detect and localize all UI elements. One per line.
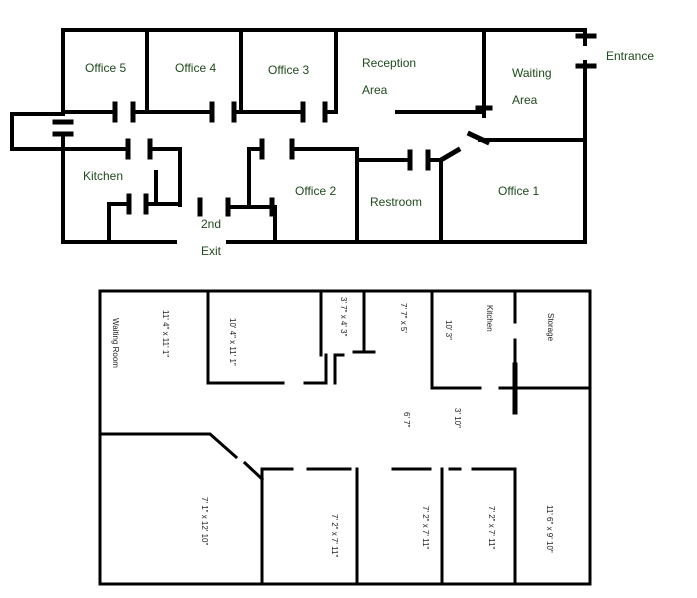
dimension-small-room: 7' 7" x 5' <box>399 303 408 333</box>
room-label-restroom: Restroom <box>370 195 422 209</box>
dimension-corner-room: 11' 6" x 9' 10" <box>545 505 554 553</box>
floor-plan-bottom-labels: Waiting Room 11' 4" x 11' 1" 10' 4" x 11… <box>111 297 555 557</box>
room-label-office-3: Office 3 <box>268 63 309 77</box>
room-label-office-2: Office 2 <box>295 184 336 198</box>
room-label-kitchen: Kitchen <box>83 169 123 183</box>
label-exit: Exit <box>201 244 222 258</box>
dimension-closet: 3' 7" x 4' 3" <box>339 297 348 337</box>
floor-plan-top-walls <box>10 28 597 244</box>
room-label-storage: Storage <box>546 313 555 342</box>
label-2nd: 2nd <box>201 217 221 231</box>
label-entrance: Entrance <box>606 49 654 63</box>
room-label-reception: Reception <box>362 56 416 70</box>
dimension-office-a: 10' 4" x 11' 1" <box>228 318 237 366</box>
room-label-waiting: Waiting <box>512 66 552 80</box>
room-label-office-4: Office 4 <box>175 61 216 75</box>
room-label-reception-area: Area <box>362 83 388 97</box>
dimension-kitchen-width: 10' 3" <box>444 320 453 340</box>
dimension-room-1: 7' 2" x 7' 11" <box>330 514 339 557</box>
dimension-room-2: 7' 2" x 7' 11" <box>421 506 430 549</box>
room-label-kitchen-2: Kitchen <box>485 305 494 332</box>
floor-plan-top-labels: Office 5 Office 4 Office 3 Reception Are… <box>83 49 654 258</box>
floor-plan-top: Office 5 Office 4 Office 3 Reception Are… <box>10 28 654 258</box>
dimension-room-3: 7' 2" x 7' 11" <box>487 506 496 549</box>
dimension-hall-b: 3' 10" <box>453 408 462 428</box>
room-label-waiting-area: Area <box>512 93 538 107</box>
dimension-large-room: 7' 1" x 12' 10" <box>200 497 209 545</box>
dimension-waiting-room: 11' 4" x 11' 1" <box>161 310 170 357</box>
room-label-office-5: Office 5 <box>85 61 126 75</box>
floor-plan-bottom-walls <box>98 289 592 586</box>
floor-plan-bottom: Waiting Room 11' 4" x 11' 1" 10' 4" x 11… <box>98 289 592 586</box>
room-label-office-1: Office 1 <box>498 184 539 198</box>
room-label-waiting-room: Waiting Room <box>111 318 120 368</box>
dimension-hall-a: 6' 7" <box>402 412 411 428</box>
